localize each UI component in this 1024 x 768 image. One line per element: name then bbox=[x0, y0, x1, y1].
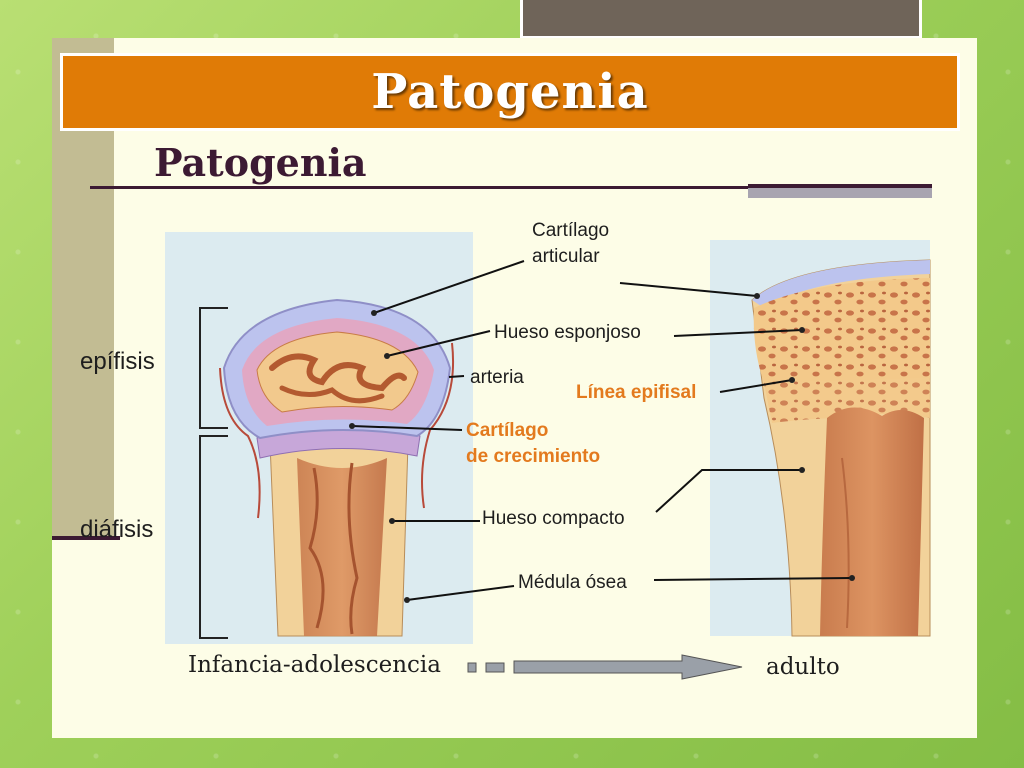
slide: Patogenia Patogenia bbox=[52, 38, 977, 738]
label-diafisis: diáfisis bbox=[80, 516, 154, 543]
label-hueso-compacto: Hueso compacto bbox=[482, 508, 625, 529]
slide-title: Patogenia bbox=[371, 64, 649, 120]
progression-arrow bbox=[467, 654, 743, 680]
figure-title-accent-line bbox=[748, 184, 932, 188]
label-medula-osea: Médula ósea bbox=[518, 572, 627, 593]
figure-title-rule bbox=[90, 186, 930, 189]
title-banner: Patogenia bbox=[60, 53, 960, 131]
label-cartilago-crecimiento-line2: de crecimiento bbox=[466, 446, 601, 467]
left-accent-tick bbox=[52, 536, 120, 540]
bone-diagram bbox=[165, 232, 931, 680]
label-stage-child: Infancia-adolescencia bbox=[188, 652, 441, 678]
leader-dots bbox=[349, 293, 855, 603]
figure-title: Patogenia bbox=[154, 140, 367, 185]
label-linea-epifisal: Línea epifisal bbox=[576, 382, 697, 403]
label-cartilago-articular-line2: articular bbox=[532, 246, 600, 267]
label-cartilago-crecimiento-line1: Cartílago bbox=[466, 420, 549, 441]
adult-bone-illustration bbox=[710, 240, 931, 637]
leader-lines bbox=[351, 260, 853, 601]
label-hueso-esponjoso: Hueso esponjoso bbox=[494, 322, 641, 343]
label-stage-adult: adulto bbox=[766, 654, 840, 680]
label-epifisis: epífisis bbox=[80, 348, 155, 375]
label-arteria: arteria bbox=[470, 367, 524, 388]
top-accent-bar bbox=[520, 0, 922, 39]
child-bone-illustration bbox=[165, 232, 473, 644]
label-cartilago-articular-line1: Cartílago bbox=[532, 220, 610, 241]
